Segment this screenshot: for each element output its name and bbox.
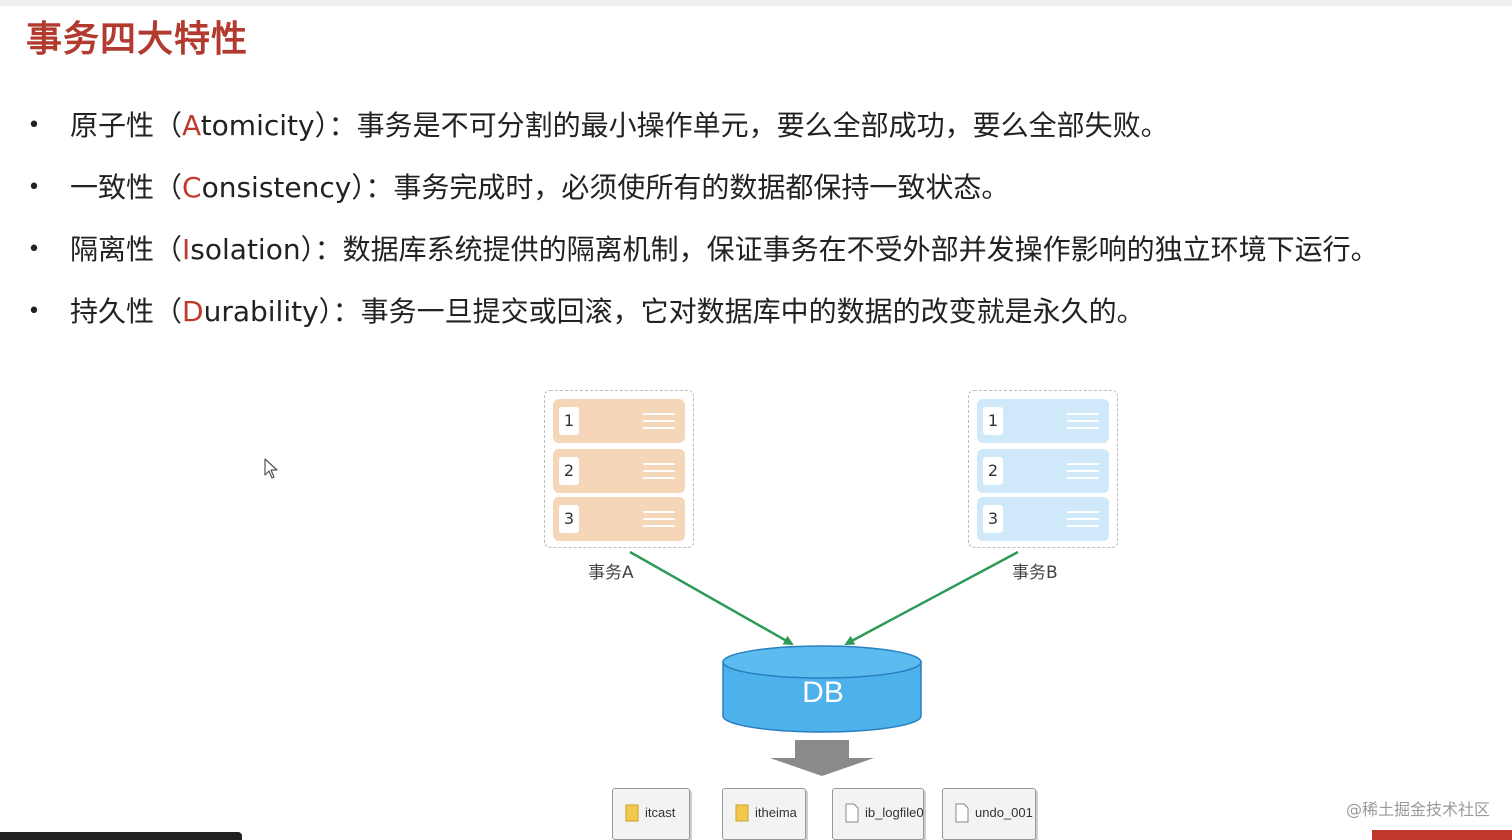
transaction-a-group: 1 2 3	[544, 390, 694, 548]
property-initial: D	[182, 295, 204, 328]
menu-lines-icon	[643, 463, 675, 479]
transaction-a-label: 事务A	[588, 563, 634, 583]
menu-lines-icon	[643, 511, 675, 527]
mouse-cursor-icon	[264, 458, 278, 479]
list-item-text: 一致性（Consistency）：事务完成时，必须使所有的数据都保持一致状态。	[70, 166, 1009, 210]
transaction-b-group: 1 2 3	[968, 390, 1118, 548]
transaction-b-row-3: 3	[977, 497, 1109, 541]
db-label: DB	[802, 676, 844, 709]
file-name: ib_logfile0	[865, 805, 924, 820]
db-cylinder	[722, 645, 922, 733]
file-name: itcast	[645, 805, 676, 820]
down-arrow-icon	[770, 740, 874, 776]
row-number: 2	[983, 457, 1003, 485]
file-ib-logfile0: ib_logfile0	[832, 788, 924, 840]
arrow-b-to-db	[844, 550, 1019, 646]
menu-lines-icon	[643, 413, 675, 429]
bottom-left-bar	[0, 832, 242, 840]
folder-icon	[625, 804, 639, 822]
bullet-dot: •	[27, 237, 41, 262]
property-description: solation）：数据库系统提供的隔离机制，保证事务在不受外部并发操作影响的独…	[190, 233, 1379, 266]
transaction-a-row-3: 3	[553, 497, 685, 541]
list-item-text: 持久性（Durability）：事务一旦提交或回滚，它对数据库中的数据的改变就是…	[70, 290, 1145, 334]
row-number: 1	[559, 407, 579, 435]
document-icon	[955, 803, 969, 823]
property-prefix: 持久性（	[70, 295, 183, 328]
bullet-dot: •	[27, 299, 41, 324]
property-description: onsistency）：事务完成时，必须使所有的数据都保持一致状态。	[201, 171, 1010, 204]
top-strip	[0, 0, 1512, 6]
transaction-a-row-1: 1	[553, 399, 685, 443]
property-initial: I	[182, 233, 191, 266]
file-undo-001: undo_001	[942, 788, 1036, 840]
file-itcast: itcast	[612, 788, 690, 840]
row-number: 3	[983, 505, 1003, 533]
list-item-text: 原子性（Atomicity）：事务是不可分割的最小操作单元，要么全部成功，要么全…	[70, 104, 1169, 148]
menu-lines-icon	[1067, 511, 1099, 527]
row-number: 1	[983, 407, 1003, 435]
property-description: urability）：事务一旦提交或回滚，它对数据库中的数据的改变就是永久的。	[203, 295, 1145, 328]
transaction-b-row-2: 2	[977, 449, 1109, 493]
property-prefix: 一致性（	[70, 171, 183, 204]
row-number: 3	[559, 505, 579, 533]
folder-icon	[735, 804, 749, 822]
property-prefix: 原子性（	[70, 109, 183, 142]
bullet-dot: •	[27, 175, 41, 200]
bottom-right-tab	[1372, 830, 1512, 840]
file-itheima: itheima	[722, 788, 806, 840]
file-name: undo_001	[975, 805, 1033, 820]
row-number: 2	[559, 457, 579, 485]
page-title: 事务四大特性	[26, 19, 249, 60]
watermark: @稀土掘金技术社区	[1345, 800, 1490, 819]
transaction-b-label: 事务B	[1012, 563, 1058, 583]
transaction-a-row-2: 2	[553, 449, 685, 493]
list-item-text: 隔离性（Isolation）：数据库系统提供的隔离机制，保证事务在不受外部并发操…	[70, 228, 1379, 272]
menu-lines-icon	[1067, 463, 1099, 479]
property-prefix: 隔离性（	[70, 233, 183, 266]
property-description: tomicity）：事务是不可分割的最小操作单元，要么全部成功，要么全部失败。	[200, 109, 1169, 142]
document-icon	[845, 803, 859, 823]
bullet-dot: •	[27, 113, 41, 138]
file-name: itheima	[755, 805, 797, 820]
menu-lines-icon	[1067, 413, 1099, 429]
arrow-a-to-db	[629, 550, 794, 646]
transaction-b-row-1: 1	[977, 399, 1109, 443]
property-initial: C	[182, 171, 202, 204]
property-initial: A	[182, 109, 201, 142]
